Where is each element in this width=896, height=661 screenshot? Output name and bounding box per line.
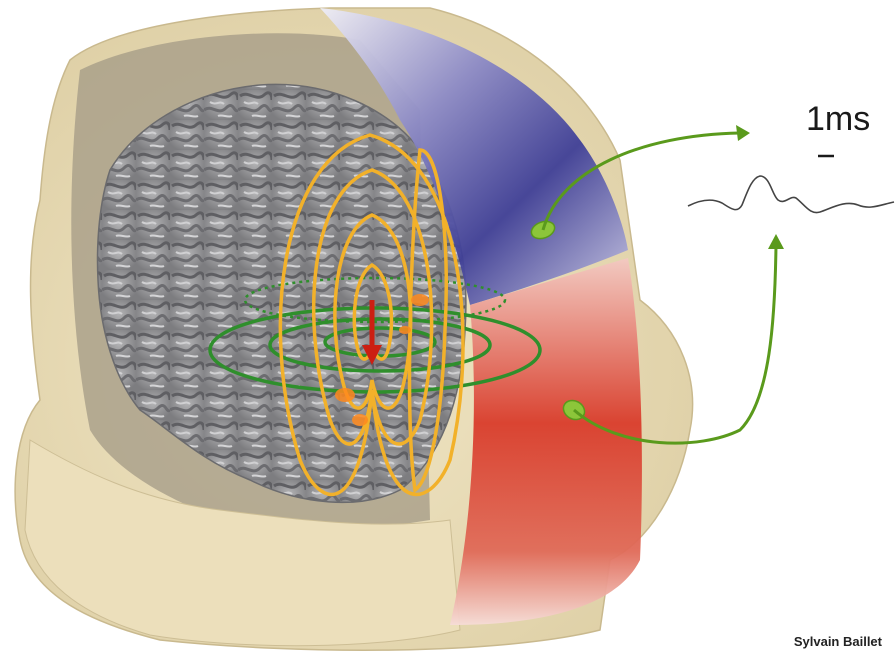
arrowhead-lower xyxy=(768,234,784,249)
time-scale-label: 1ms xyxy=(806,100,870,139)
evoked-response-trace xyxy=(688,176,894,213)
arrowhead-upper xyxy=(736,125,750,141)
author-credit: Sylvain Baillet xyxy=(794,634,882,649)
